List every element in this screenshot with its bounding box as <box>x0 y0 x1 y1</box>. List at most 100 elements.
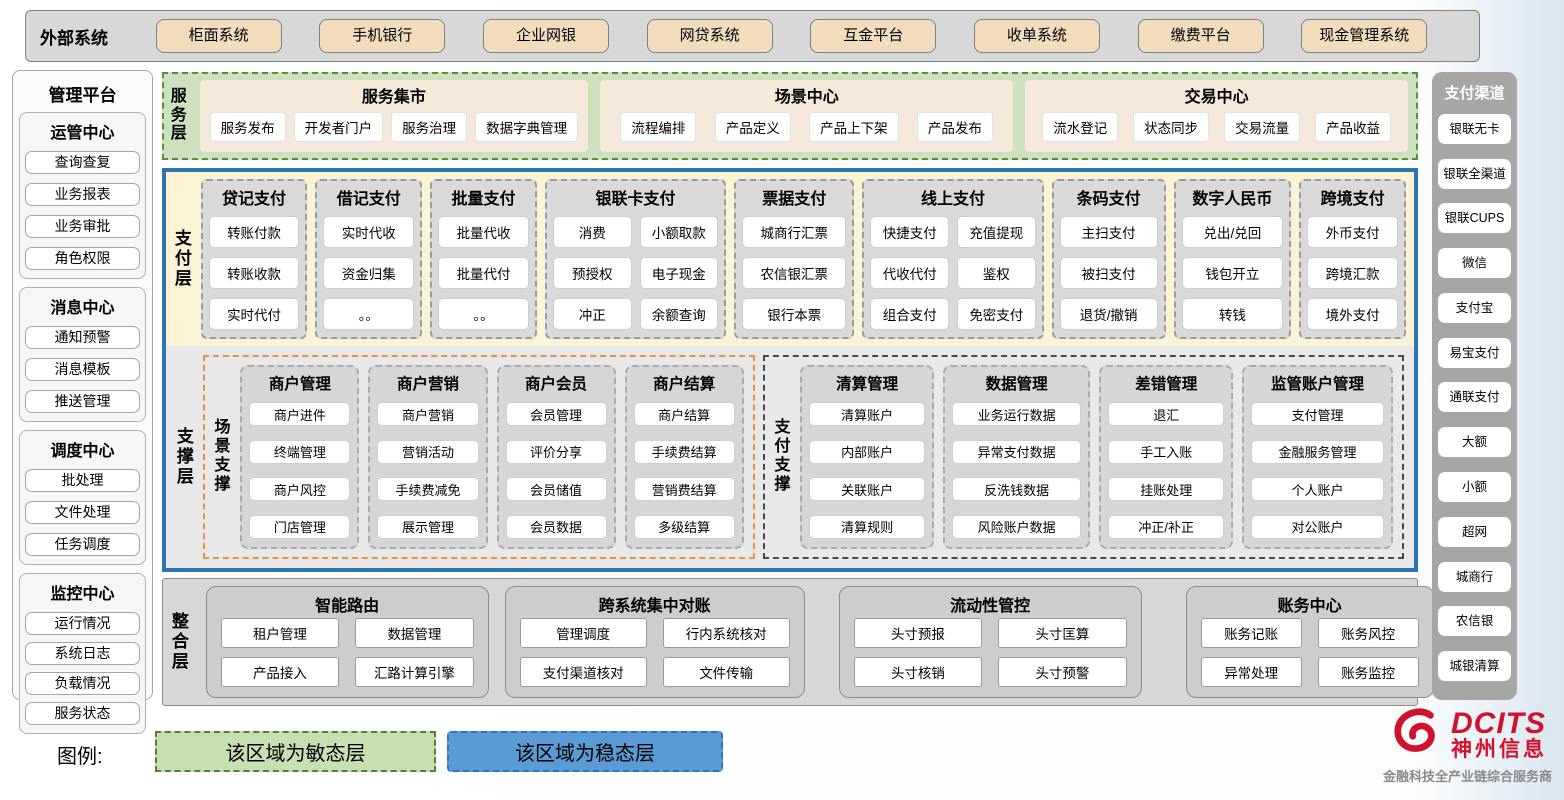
service-item-button[interactable]: 流水登记 <box>1042 111 1119 142</box>
support-item-button[interactable]: 多级结算 <box>633 514 735 539</box>
service-item-button[interactable]: 交易流量 <box>1224 111 1301 142</box>
management-item-button[interactable]: 文件处理 <box>25 501 140 524</box>
external-system-button[interactable]: 互金平台 <box>810 19 937 53</box>
payment-item-button[interactable]: 冲正 <box>552 298 632 330</box>
payment-item-button[interactable]: 兑出/兑回 <box>1181 216 1284 248</box>
payment-item-button[interactable]: 主扫支付 <box>1059 216 1158 248</box>
management-item-button[interactable]: 服务状态 <box>25 702 140 725</box>
payment-item-button[interactable]: 批量代收 <box>438 216 529 248</box>
payment-item-button[interactable]: 鉴权 <box>957 257 1036 289</box>
support-item-button[interactable]: 手工入账 <box>1108 439 1225 464</box>
management-item-button[interactable]: 负载情况 <box>25 672 140 695</box>
support-item-button[interactable]: 展示管理 <box>377 514 479 539</box>
payment-item-button[interactable]: 退货/撤销 <box>1059 298 1158 330</box>
channel-button[interactable]: 银联全渠道 <box>1438 158 1511 189</box>
support-item-button[interactable]: 门店管理 <box>249 514 351 539</box>
integration-item-button[interactable]: 行内系统核对 <box>662 618 790 648</box>
channel-button[interactable]: 超网 <box>1438 516 1511 547</box>
service-item-button[interactable]: 服务治理 <box>391 111 468 142</box>
support-item-button[interactable]: 手续费减免 <box>377 477 479 502</box>
support-item-button[interactable]: 对公账户 <box>1251 514 1384 539</box>
management-item-button[interactable]: 推送管理 <box>25 390 140 413</box>
payment-item-button[interactable]: 电子现金 <box>639 257 719 289</box>
service-item-button[interactable]: 产品定义 <box>714 111 791 142</box>
payment-item-button[interactable]: 小额取款 <box>639 216 719 248</box>
service-item-button[interactable]: 状态同步 <box>1133 111 1210 142</box>
integration-item-button[interactable]: 账务记账 <box>1200 618 1302 648</box>
support-item-button[interactable]: 冲正/补正 <box>1108 514 1225 539</box>
external-system-button[interactable]: 手机银行 <box>319 19 446 53</box>
payment-item-button[interactable]: 。。 <box>323 298 415 330</box>
support-item-button[interactable]: 关联账户 <box>809 477 925 502</box>
support-item-button[interactable]: 会员数据 <box>505 514 607 539</box>
support-item-button[interactable]: 反洗钱数据 <box>951 477 1082 502</box>
support-item-button[interactable]: 商户营销 <box>377 402 479 426</box>
integration-item-button[interactable]: 数据管理 <box>355 618 474 648</box>
payment-item-button[interactable]: 跨境汇款 <box>1307 257 1398 289</box>
payment-item-button[interactable]: 转账收款 <box>208 257 300 289</box>
support-item-button[interactable]: 清算规则 <box>809 514 925 539</box>
payment-item-button[interactable]: 转账付款 <box>208 216 300 248</box>
service-item-button[interactable]: 数据字典管理 <box>475 111 579 142</box>
payment-item-button[interactable]: 免密支付 <box>957 298 1036 330</box>
support-item-button[interactable]: 清算账户 <box>809 402 925 426</box>
integration-item-button[interactable]: 账务风控 <box>1317 618 1419 648</box>
external-system-button[interactable]: 现金管理系统 <box>1301 19 1428 53</box>
support-item-button[interactable]: 营销费结算 <box>633 477 735 502</box>
payment-item-button[interactable]: 预授权 <box>552 257 632 289</box>
service-item-button[interactable]: 产品收益 <box>1315 111 1392 142</box>
payment-item-button[interactable]: 转钱 <box>1181 298 1284 330</box>
integration-item-button[interactable]: 异常处理 <box>1200 657 1302 687</box>
payment-item-button[interactable]: 组合支付 <box>870 298 950 330</box>
integration-item-button[interactable]: 头寸预报 <box>853 618 983 648</box>
support-item-button[interactable]: 手续费结算 <box>633 439 735 464</box>
support-item-button[interactable]: 内部账户 <box>809 439 925 464</box>
management-item-button[interactable]: 通知预警 <box>25 326 140 349</box>
integration-item-button[interactable]: 支付渠道核对 <box>519 657 647 687</box>
support-item-button[interactable]: 终端管理 <box>249 439 351 464</box>
payment-item-button[interactable]: 代收代付 <box>870 257 950 289</box>
payment-item-button[interactable]: 境外支付 <box>1307 298 1398 330</box>
payment-item-button[interactable]: 。。 <box>438 298 529 330</box>
payment-item-button[interactable]: 资金归集 <box>323 257 415 289</box>
management-item-button[interactable]: 角色权限 <box>25 247 140 270</box>
integration-item-button[interactable]: 管理调度 <box>519 618 647 648</box>
channel-button[interactable]: 通联支付 <box>1438 382 1511 413</box>
channel-button[interactable]: 城银清算 <box>1438 651 1511 682</box>
payment-item-button[interactable]: 农信银汇票 <box>742 257 847 289</box>
payment-item-button[interactable]: 批量代付 <box>438 257 529 289</box>
payment-item-button[interactable]: 实时代付 <box>208 298 300 330</box>
management-item-button[interactable]: 查询查复 <box>25 151 140 174</box>
support-item-button[interactable]: 退汇 <box>1108 402 1225 426</box>
service-item-button[interactable]: 产品上下架 <box>809 111 899 142</box>
integration-item-button[interactable]: 产品接入 <box>220 657 340 687</box>
support-item-button[interactable]: 金融服务管理 <box>1251 439 1384 464</box>
support-item-button[interactable]: 支付管理 <box>1251 402 1384 426</box>
service-item-button[interactable]: 流程编排 <box>620 111 697 142</box>
management-item-button[interactable]: 业务报表 <box>25 183 140 206</box>
integration-item-button[interactable]: 头寸核销 <box>853 657 983 687</box>
integration-item-button[interactable]: 汇路计算引擎 <box>355 657 474 687</box>
support-item-button[interactable]: 评价分享 <box>505 439 607 464</box>
payment-item-button[interactable]: 充值提现 <box>957 216 1036 248</box>
payment-item-button[interactable]: 银行本票 <box>742 298 847 330</box>
external-system-button[interactable]: 缴费平台 <box>1137 19 1264 53</box>
support-item-button[interactable]: 商户结算 <box>633 402 735 426</box>
support-item-button[interactable]: 个人账户 <box>1251 477 1384 502</box>
payment-item-button[interactable]: 外币支付 <box>1307 216 1398 248</box>
support-item-button[interactable]: 会员管理 <box>505 402 607 426</box>
payment-item-button[interactable]: 城商行汇票 <box>742 216 847 248</box>
channel-button[interactable]: 小额 <box>1438 472 1511 503</box>
payment-item-button[interactable]: 快捷支付 <box>870 216 950 248</box>
management-item-button[interactable]: 消息模板 <box>25 358 140 381</box>
payment-item-button[interactable]: 钱包开立 <box>1181 257 1284 289</box>
service-item-button[interactable]: 服务发布 <box>209 111 286 142</box>
external-system-button[interactable]: 柜面系统 <box>155 19 282 53</box>
channel-button[interactable]: 大额 <box>1438 427 1511 458</box>
support-item-button[interactable]: 商户风控 <box>249 477 351 502</box>
support-item-button[interactable]: 异常支付数据 <box>951 439 1082 464</box>
channel-button[interactable]: 支付宝 <box>1438 292 1511 323</box>
integration-item-button[interactable]: 租户管理 <box>220 618 340 648</box>
payment-item-button[interactable]: 实时代收 <box>323 216 415 248</box>
management-item-button[interactable]: 系统日志 <box>25 642 140 665</box>
